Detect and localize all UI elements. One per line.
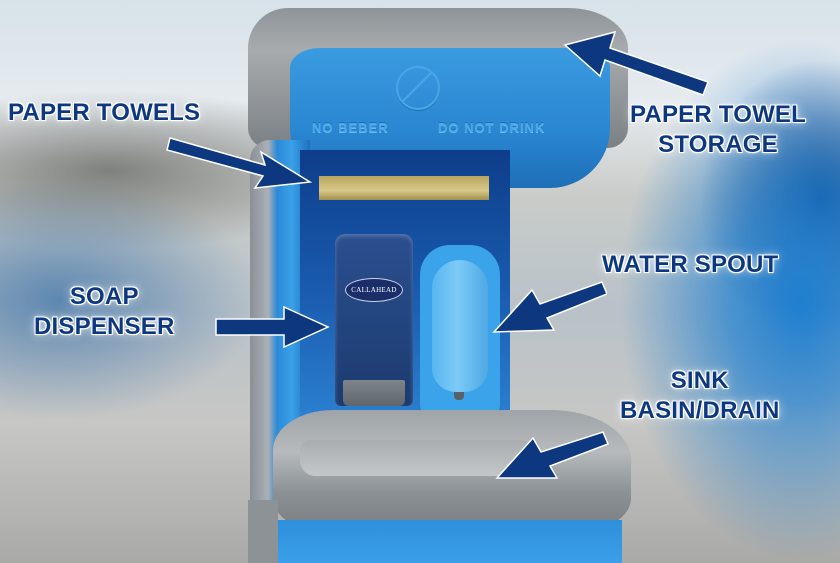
arrow-water-spout-icon [492,281,607,333]
label-line: PAPER TOWELS [8,99,201,126]
paper-towel [319,176,489,200]
embossed-text-spanish: NO BEBER [312,120,389,135]
label-line: WATER SPOUT [602,251,779,278]
spout-nozzle [454,392,464,400]
label-line: STORAGE [658,131,778,158]
basin-bowl [300,440,540,476]
label-soap-dispenser: SOAP DISPENSER [34,282,175,342]
label-line: PAPER TOWEL [630,101,806,128]
lower-side [248,500,278,563]
arrow-paper-towels-icon [166,137,313,189]
arrow-sink-basin-icon [495,431,609,479]
label-line: SINK [670,367,729,394]
arrow-paper-towel-storage-icon [563,30,709,96]
label-paper-towels: PAPER TOWELS [8,98,200,128]
soap-push-button [343,380,405,406]
label-line: SOAP [69,283,139,310]
soap-dispenser: CALLAHEAD [335,234,413,406]
water-spout [432,260,488,392]
no-drinking-symbol-icon [396,66,440,110]
arrow-soap-dispenser-icon [215,305,330,349]
label-water-spout: WATER SPOUT [602,250,778,280]
label-paper-towel-storage: PAPER TOWEL STORAGE [630,100,806,160]
label-line: BASIN/DRAIN [620,397,780,424]
label-sink-basin-drain: SINK BASIN/DRAIN [620,366,780,426]
embossed-text-english: DO NOT DRINK [438,120,546,135]
brand-badge: CALLAHEAD [345,278,403,302]
lower-tank [272,520,622,563]
label-line: DISPENSER [34,313,175,340]
